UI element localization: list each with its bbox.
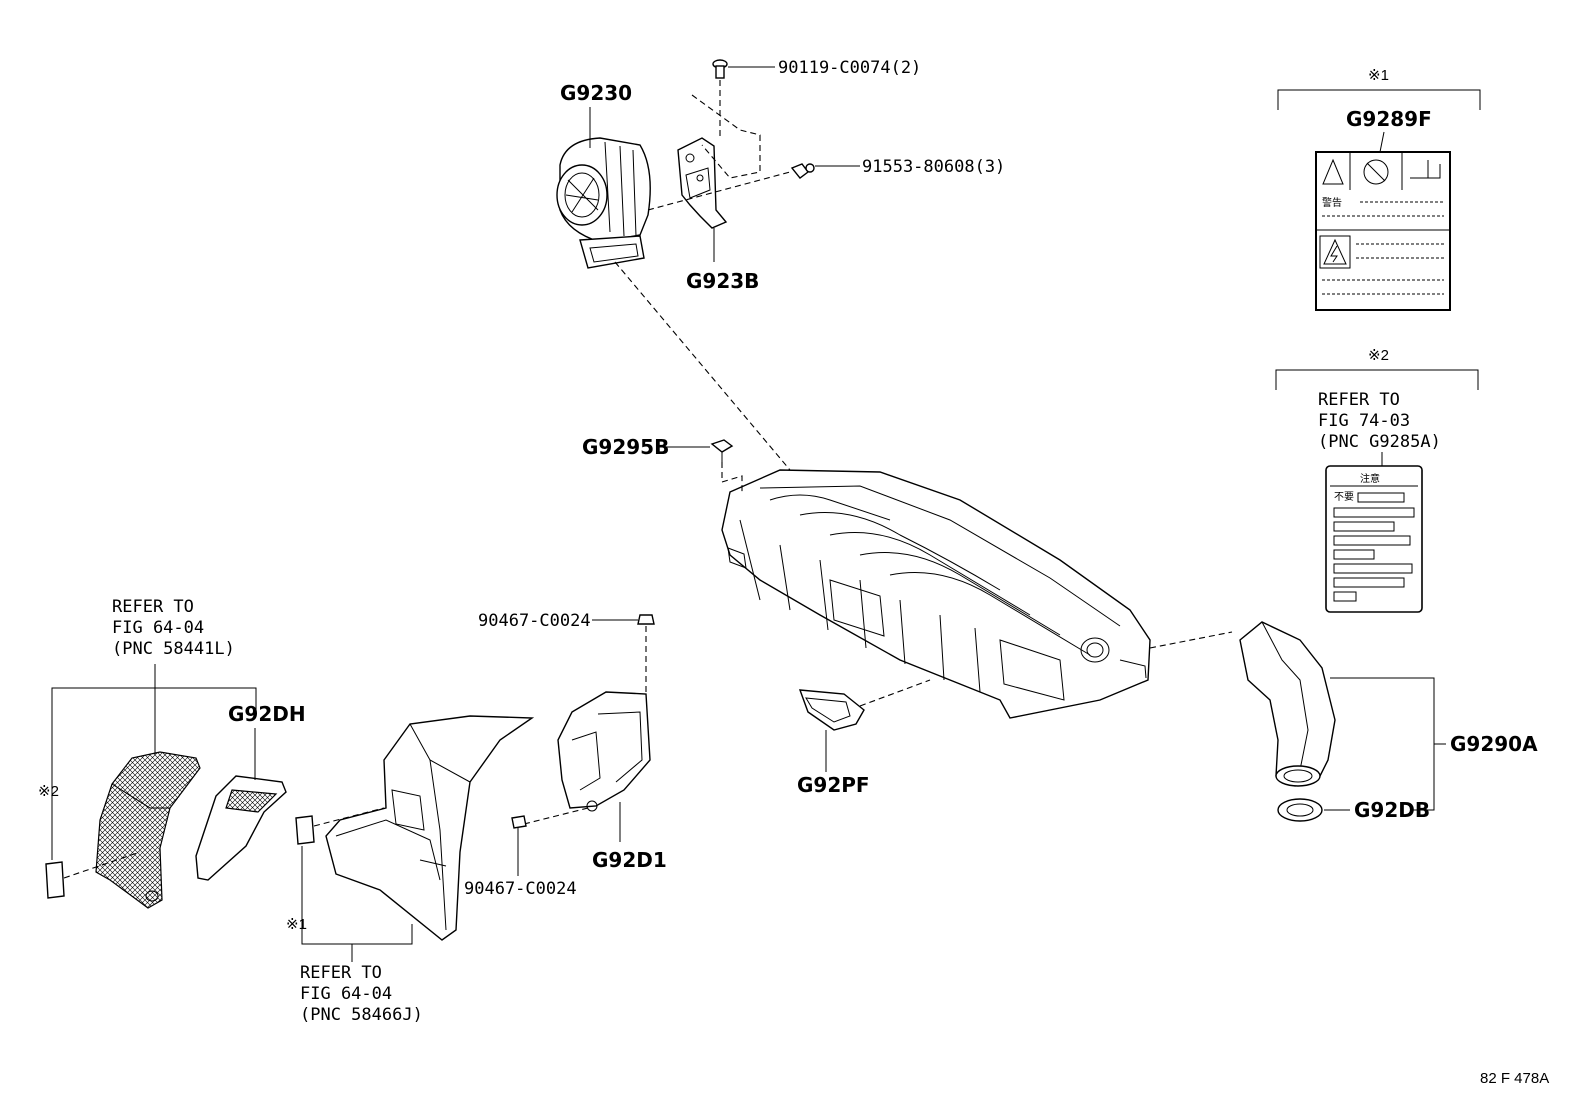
bracket-left-note2	[51, 687, 257, 860]
bracket-g9290a	[1330, 677, 1435, 811]
left-note2-mark: ※2	[38, 783, 59, 800]
shroud-label-sticker	[295, 815, 315, 845]
bracket-part[interactable]	[677, 137, 728, 229]
callout-nut-upper[interactable]: 90467-C0024	[478, 611, 591, 631]
bracket-note1	[1277, 89, 1481, 110]
nut-lower-dashline	[523, 807, 589, 825]
callout-g9230[interactable]: G9230	[560, 81, 632, 105]
figure-code: 82 F 478A	[1480, 1070, 1549, 1087]
grille-part[interactable]	[95, 751, 201, 909]
note2-mark: ※2	[1368, 347, 1389, 364]
center-shroud-part[interactable]	[325, 715, 535, 941]
warning-label-g9289f[interactable]: 警告	[1315, 151, 1451, 311]
refer-left-line1: REFER TO	[112, 597, 194, 617]
blower-fan-part[interactable]	[556, 137, 651, 269]
bracket-note2	[1275, 369, 1479, 390]
grille-label-sticker	[45, 861, 65, 899]
duct-seal-part[interactable]	[1277, 798, 1323, 822]
bracket-lower-note1	[301, 846, 413, 945]
caution-label-g9285a[interactable]: 注意 不要	[1325, 465, 1423, 613]
refer-right-line1: REFER TO	[1318, 390, 1400, 410]
warning-label-text: 警告	[1322, 196, 1342, 209]
grille-duct-part[interactable]	[195, 775, 287, 881]
caution-label-header: 注意	[1360, 472, 1380, 485]
no-touch-icon	[1363, 159, 1389, 185]
callout-g9289f[interactable]: G9289F	[1346, 107, 1432, 131]
caution-label-row1: 不要	[1334, 491, 1354, 503]
refer-bottom-line1: REFER TO	[300, 963, 382, 983]
grommet-part[interactable]	[710, 439, 734, 462]
callout-g923b[interactable]: G923B	[686, 269, 759, 293]
refer-left-line2: FIG 64-04	[112, 618, 204, 638]
warning-triangle-icon	[1322, 158, 1344, 185]
callout-clip-right[interactable]: 91553-80608(3)	[862, 157, 1005, 177]
note1-mark: ※1	[1368, 67, 1389, 84]
bracket-outline-dashed	[691, 94, 761, 179]
rear-duct-part[interactable]	[1239, 621, 1336, 787]
small-bracket-part[interactable]	[798, 689, 865, 731]
grommet-dashline	[721, 462, 743, 492]
refer-right-line2: FIG 74-03	[1318, 411, 1410, 431]
refer-left-line3: (PNC 58441L)	[112, 639, 235, 659]
small-bracket-dashline	[859, 679, 931, 707]
refer-right-line3: (PNC G9285A)	[1318, 432, 1441, 452]
callout-g9290a[interactable]: G9290A	[1450, 732, 1538, 756]
callout-bolt-top[interactable]: 90119-C0074(2)	[778, 58, 921, 78]
sticker-dashline	[313, 807, 385, 827]
callout-g92dh[interactable]: G92DH	[228, 702, 306, 726]
refer-bottom-line2: FIG 64-04	[300, 984, 392, 1004]
callout-g9295b[interactable]: G9295B	[582, 435, 669, 459]
manual-icon	[1410, 160, 1441, 179]
fan-dashline	[647, 171, 791, 211]
high-voltage-icon	[1323, 238, 1347, 265]
callout-g92db[interactable]: G92DB	[1354, 798, 1430, 822]
callout-g92d1[interactable]: G92D1	[592, 848, 667, 872]
callout-nut-lower[interactable]: 90467-C0024	[464, 879, 577, 899]
callout-g92pf[interactable]: G92PF	[797, 773, 870, 797]
rear-duct-dashline	[1149, 631, 1233, 649]
inlet-duct-part[interactable]	[557, 691, 651, 812]
bolt-part[interactable]	[712, 59, 728, 79]
battery-assembly-part[interactable]	[721, 469, 1151, 719]
lower-note1-mark: ※1	[286, 916, 307, 933]
refer-bottom-line3: (PNC 58466J)	[300, 1005, 423, 1025]
duct-dashline	[614, 261, 791, 471]
nut-lower-part[interactable]	[511, 815, 527, 829]
clip-part[interactable]	[790, 163, 815, 179]
grille-sticker-dashline	[63, 851, 141, 879]
nut-upper-part[interactable]	[637, 614, 655, 625]
leader-g9289f	[1379, 131, 1385, 153]
